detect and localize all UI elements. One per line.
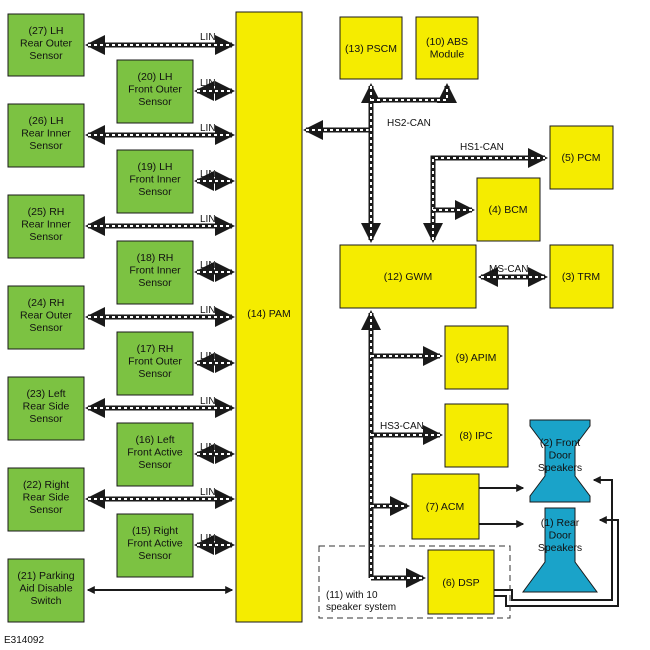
- lin-label: LIN: [200, 533, 216, 544]
- lin-label: LIN: [200, 305, 216, 316]
- dsp-front-speaker-wire: [494, 476, 613, 601]
- lin-label: LIN: [200, 442, 216, 453]
- svg-text:(6) DSP: (6) DSP: [442, 577, 479, 589]
- lin-label: LIN: [200, 214, 216, 225]
- hs2-can-abs-link-dash: [371, 86, 448, 101]
- module-pcm: (5) PCM: [549, 125, 614, 190]
- dsp-rear-speaker-wire: [494, 516, 619, 607]
- module-gwm: (12) GWM: [339, 244, 477, 309]
- lin-label: LIN: [200, 32, 216, 43]
- lin-label: LIN: [200, 396, 216, 407]
- diagram-id: E314092: [4, 635, 44, 646]
- svg-text:(9) APIM: (9) APIM: [456, 352, 497, 364]
- svg-text:(7) ACM: (7) ACM: [426, 501, 465, 513]
- lin-label: LIN: [200, 351, 216, 362]
- hs2-can-label: HS2-CAN: [387, 118, 431, 129]
- svg-text:(5) PCM: (5) PCM: [561, 152, 600, 164]
- svg-text:(14) PAM: (14) PAM: [247, 308, 291, 320]
- svg-text:(12) GWM: (12) GWM: [384, 271, 432, 283]
- hs3-can-label: HS3-CAN: [380, 421, 424, 432]
- lin-label: LIN: [200, 260, 216, 271]
- ms-can-label: MS-CAN: [489, 264, 528, 275]
- lin-label: LIN: [200, 78, 216, 89]
- lin-label: LIN: [200, 169, 216, 180]
- lin-label: LIN: [200, 123, 216, 134]
- hs1-can-bus-dash: [432, 157, 545, 240]
- speaker-system-region: [318, 545, 511, 619]
- svg-text:(13) PSCM: (13) PSCM: [345, 43, 397, 55]
- hs2-can-abs-link: [371, 83, 457, 103]
- module-trm: (3) TRM: [549, 244, 614, 309]
- module-apim: (9) APIM: [444, 325, 509, 390]
- svg-text:(3) TRM: (3) TRM: [562, 271, 600, 283]
- hs1-can-label: HS1-CAN: [460, 142, 504, 153]
- module-dsp: (6) DSP: [427, 549, 495, 615]
- lin-label: LIN: [200, 487, 216, 498]
- module-pam: (14) PAM: [235, 11, 303, 623]
- svg-text:(8) IPC: (8) IPC: [459, 430, 493, 442]
- lin-labels: LIN LIN LIN LIN LIN LIN LIN LIN LIN LIN …: [200, 32, 216, 544]
- svg-text:(4) BCM: (4) BCM: [488, 204, 527, 216]
- module-bcm: (4) BCM: [476, 177, 541, 242]
- bus-lines: [85, 35, 619, 607]
- module-pscm: (13) PSCM: [339, 16, 403, 80]
- module-ipc: (8) IPC: [444, 403, 509, 468]
- module-acm: (7) ACM: [411, 473, 480, 540]
